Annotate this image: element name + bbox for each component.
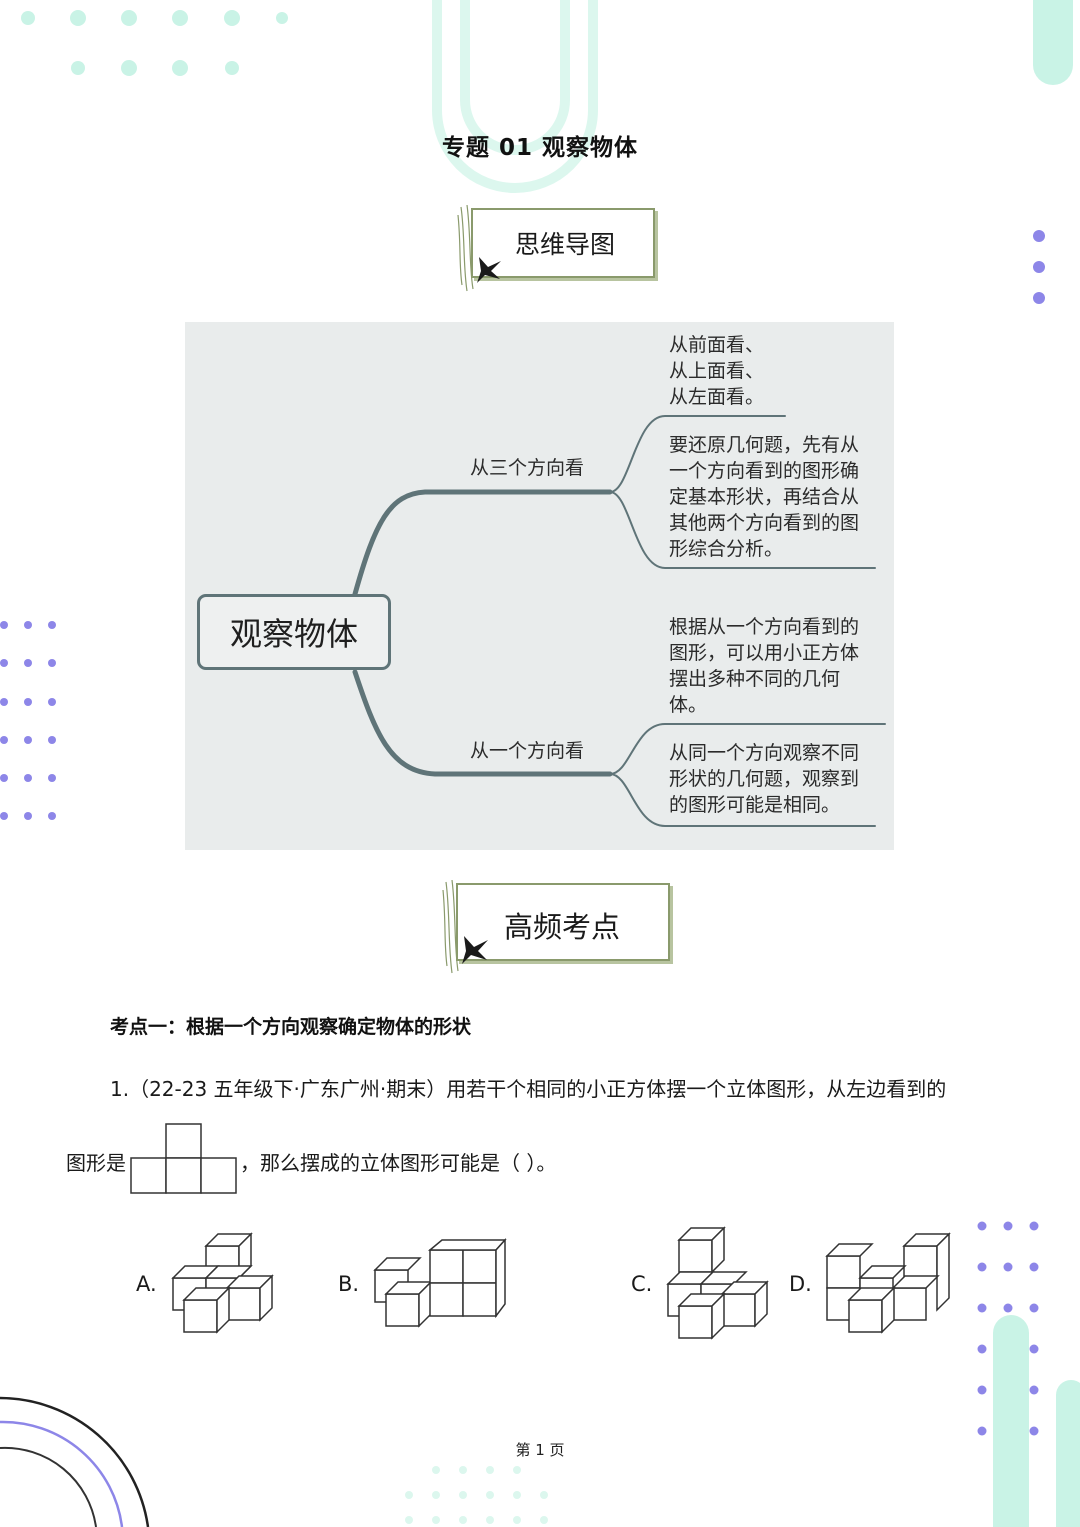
right-purple-dots xyxy=(1033,230,1045,304)
leaf-three-directions-1: 从前面看、 从上面看、 从左面看。 xyxy=(669,334,765,408)
question-text-prefix: 图形是 xyxy=(66,1151,126,1175)
section-heading: 考点一：根据一个方向观察确定物体的形状 xyxy=(110,1016,472,1038)
page-title: 专题 01 观察物体 xyxy=(441,135,639,161)
bottom-right-decoration xyxy=(977,1221,1080,1527)
option-a-cube-figure[interactable] xyxy=(170,1232,275,1334)
option-c-label[interactable]: C. xyxy=(631,1272,653,1296)
option-d-label[interactable]: D. xyxy=(789,1272,812,1296)
top-right-pill xyxy=(1033,0,1073,85)
option-b-cube-figure[interactable] xyxy=(372,1238,508,1330)
mind-map-banner: 思维导图 xyxy=(455,205,660,293)
key-points-banner: 高频考点 xyxy=(440,880,675,975)
branch-label-one-direction: 从一个方向看 xyxy=(470,740,585,762)
leaf-three-directions-2: 要还原几何题，先有从 一个方向看到的图形确 定基本形状，再结合从 其他两个方向看… xyxy=(669,434,860,560)
question-text-line1: 1.（22-23 五年级下·广东广州·期末）用若干个相同的小正方体摆一个立体图形… xyxy=(110,1077,947,1101)
option-d-cube-figure[interactable] xyxy=(824,1232,952,1334)
option-a-label[interactable]: A. xyxy=(136,1272,157,1296)
bottom-left-arcs xyxy=(0,1396,150,1527)
mind-map-root: 观察物体 xyxy=(197,594,391,670)
branch-label-three-directions: 从三个方向看 xyxy=(470,457,585,479)
bamboo-swallow-icon xyxy=(457,205,501,292)
leaf-one-direction-2: 从同一个方向观察不同 形状的几何题，观察到 的图形可能是相同。 xyxy=(669,742,860,816)
question-text-suffix: ，那么摆成的立体图形可能是（ ）。 xyxy=(240,1151,557,1175)
top-left-dots xyxy=(21,10,288,76)
page-number: 第 1 页 xyxy=(515,1441,565,1459)
option-c-cube-figure[interactable] xyxy=(665,1226,770,1340)
top-arch-decoration xyxy=(432,0,598,193)
mind-map: 观察物体 从三个方向看 从一个方向看 从前面看、 从上面看、 从左面看。 要还原… xyxy=(185,322,894,850)
mind-map-connectors xyxy=(352,415,886,827)
leaf-one-direction-1: 根据从一个方向看到的 图形，可以用小正方体 摆出多种不同的几何 体。 xyxy=(669,616,860,716)
bottom-center-dots xyxy=(405,1466,548,1524)
mind-map-banner-label: 思维导图 xyxy=(515,230,616,259)
bamboo-swallow-icon xyxy=(442,880,488,974)
option-b-label[interactable]: B. xyxy=(338,1272,360,1296)
left-view-figure xyxy=(130,1123,237,1194)
left-purple-dot-grid xyxy=(0,621,56,820)
key-points-banner-label: 高频考点 xyxy=(504,910,621,944)
